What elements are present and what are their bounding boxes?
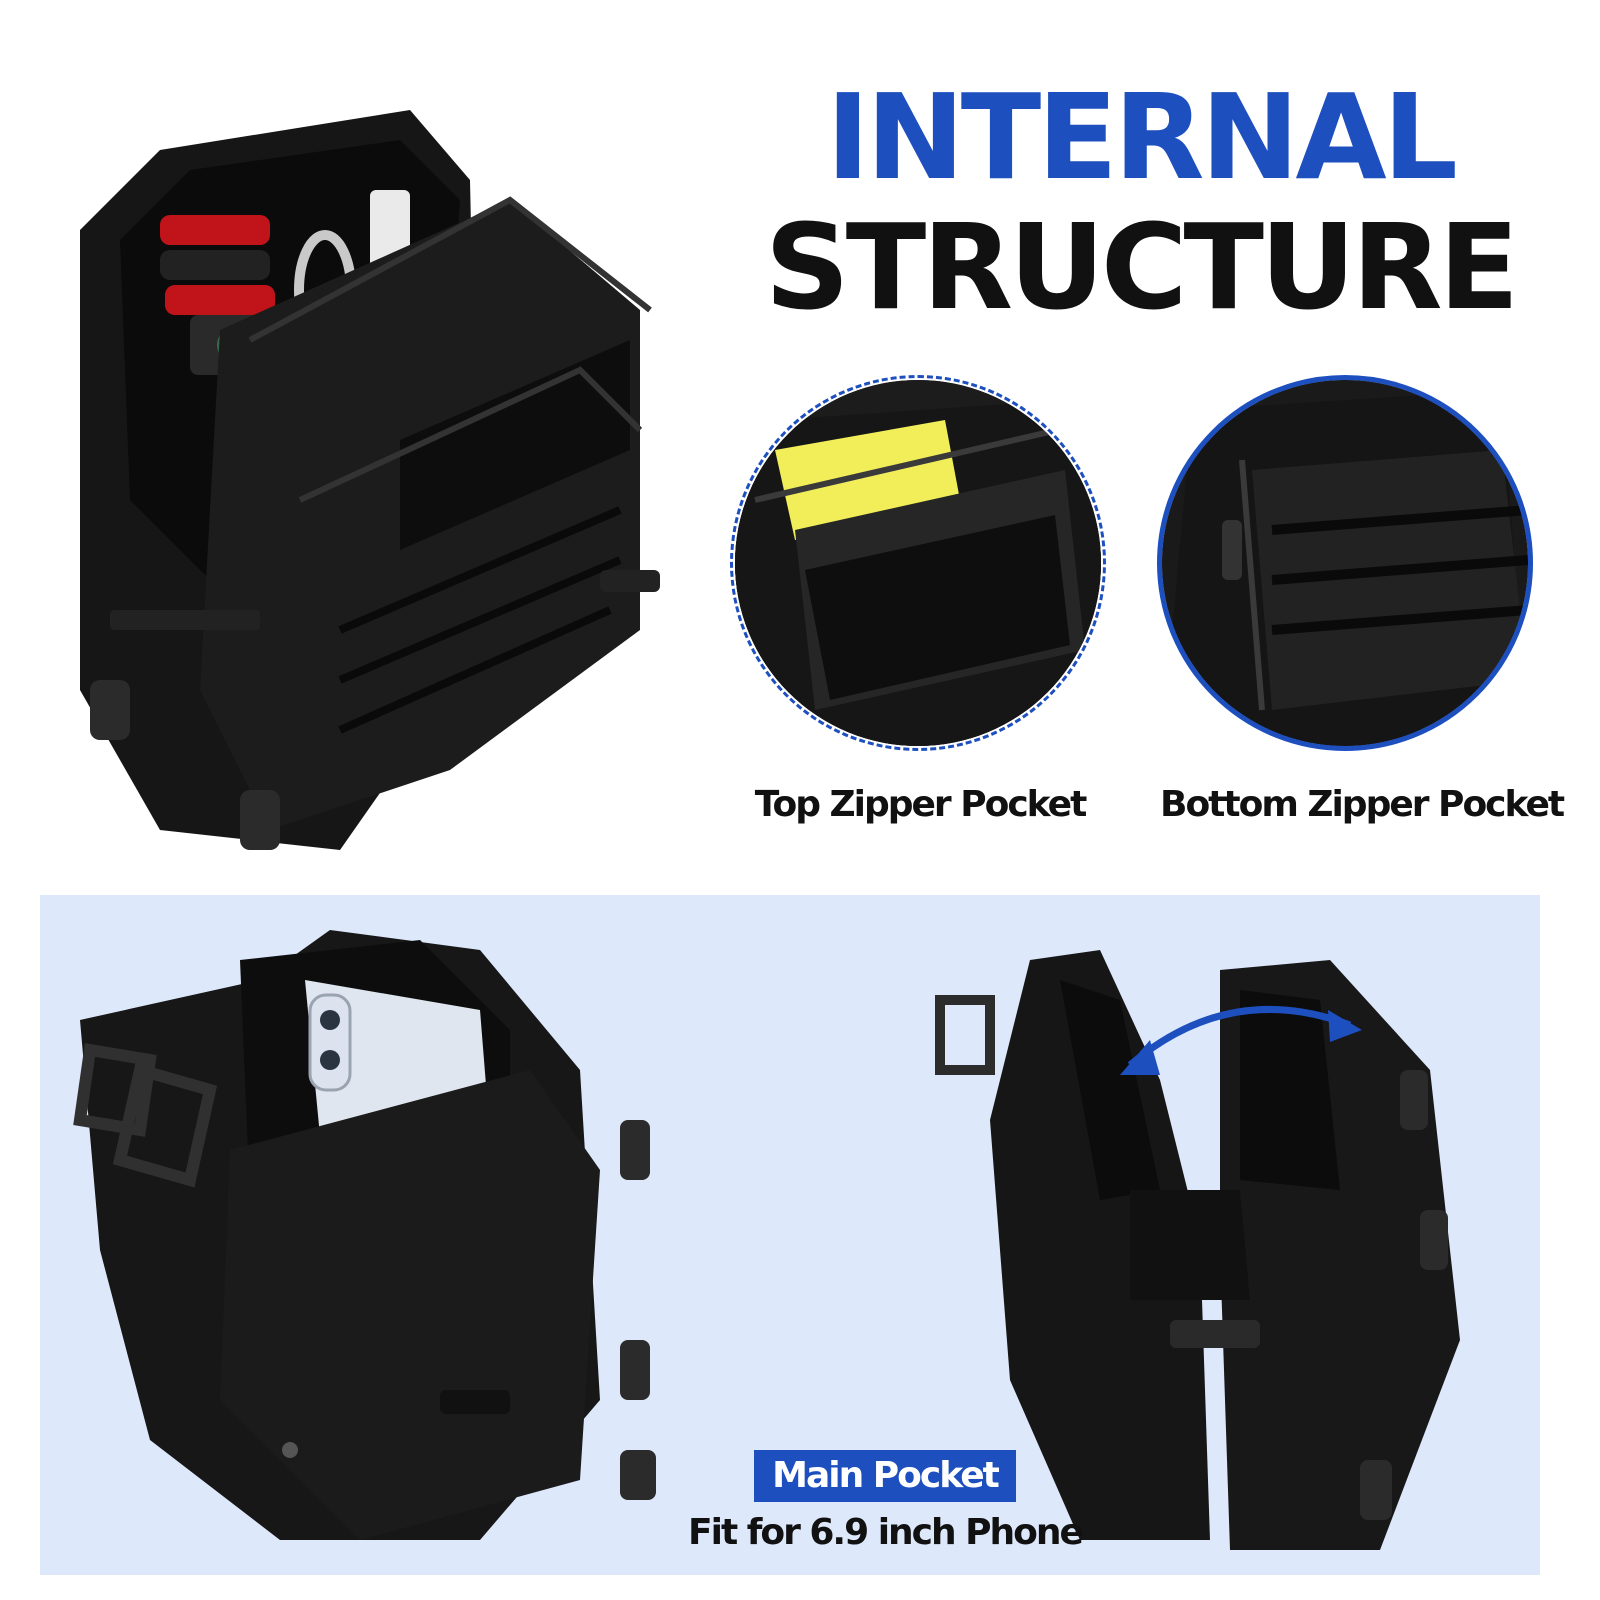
top-zipper-pocket-caption: Top Zipper Pocket bbox=[754, 784, 1088, 825]
pouch-with-phone-photo bbox=[73, 930, 656, 1540]
pouch-open-top-photo bbox=[80, 110, 660, 850]
phone-fit-caption: Fit for 6.9 inch Phone bbox=[688, 1512, 1084, 1553]
main-pocket-label: Main Pocket bbox=[754, 1450, 1016, 1502]
title-line-structure: STRUCTURE bbox=[764, 198, 1520, 336]
title-line-internal: INTERNAL bbox=[826, 68, 1458, 206]
top-pocket-dashed-ring bbox=[730, 375, 1106, 751]
pouch-opened-wide-photo bbox=[935, 950, 1460, 1550]
bottom-zipper-pocket-caption: Bottom Zipper Pocket bbox=[1160, 784, 1565, 825]
open-arrow bbox=[1127, 1006, 1352, 1068]
bottom-pocket-solid-ring bbox=[1157, 375, 1533, 751]
